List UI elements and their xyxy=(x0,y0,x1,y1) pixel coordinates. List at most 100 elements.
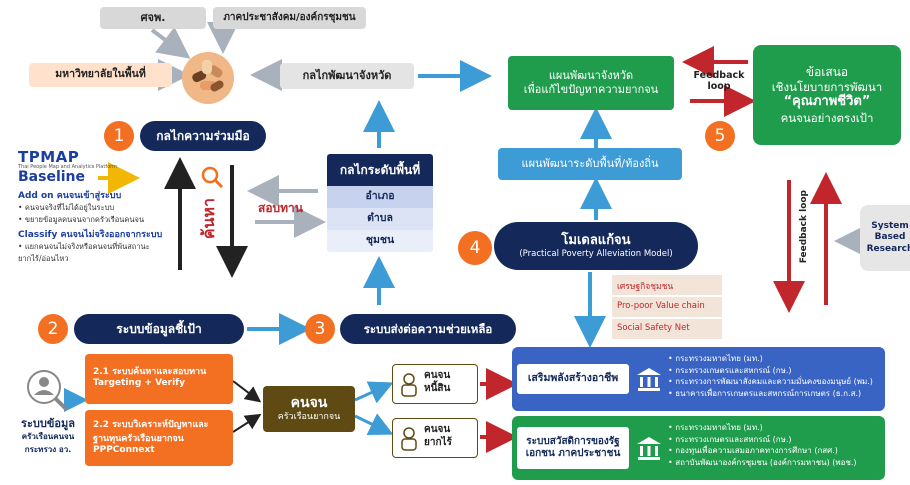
step4-label: โมเดลแก้จน xyxy=(561,232,631,248)
welfare-item: สถาบันพัฒนาองค์กรชุมชน (องค์การมหาชน) (พ… xyxy=(668,457,856,469)
model-item: Social Safety Net xyxy=(612,319,722,339)
person-icon xyxy=(401,427,417,451)
step4-box: โมเดลแก้จน (Practical Poverty Alleviatio… xyxy=(494,222,698,270)
tpmap-add-item: ขยายข้อมูลคนจนจากครัวเรือนคนจน xyxy=(18,214,198,226)
tpmap-logo: TPMAP xyxy=(18,148,80,166)
step2-badge: 2 xyxy=(38,314,68,344)
area-mechanism: กลไกระดับพื้นที่ อำเภอ ตำบล ชุมชน xyxy=(327,154,433,252)
local-plan-label: แผนพัฒนาระดับพื้นที่/ท้องถิ่น xyxy=(521,157,659,171)
tpmap-baseline: Baseline xyxy=(18,169,86,185)
step2-number: 2 xyxy=(47,319,59,339)
local-plan-box: แผนพัฒนาระดับพื้นที่/ท้องถิ่น xyxy=(498,148,682,180)
welfare-item: กระทรวงเกษตรและสหกรณ์ (กษ.) xyxy=(668,434,857,446)
step1-label: กลไกความร่วมมือ xyxy=(156,128,250,143)
tpmap-add-on: Add on คนจนเข้าสู่ระบบ xyxy=(18,191,122,201)
career-list: กระทรวงมหาดไทย (มท.) กระทรวงเกษตรและสหกร… xyxy=(668,353,873,399)
welfare-panel: ระบบสวัสดิการของรัฐ เอกชน ภาคประชาชน กระ… xyxy=(512,416,885,480)
search-label: ค้นหา xyxy=(199,198,218,240)
tpmap-tagline: Thai People Map and Analytics Platform xyxy=(18,164,117,170)
hands-icon xyxy=(182,52,234,104)
proposal-line2: เชิงนโยบายการพัฒนา xyxy=(771,80,883,94)
step2-box: ระบบข้อมูลชี้เป้า xyxy=(74,314,244,344)
province-plan-label: แผนพัฒนาจังหวัด เพื่อแก้ไขปัญหาความยากจน xyxy=(523,69,659,96)
career-item: กระทรวงการพัฒนาสังคมและความมั่นคงของมนุษ… xyxy=(668,376,873,388)
data-system-sub: ครัวเรือนคนจน กระทรวง อว. xyxy=(21,432,75,454)
top-box-civil: ภาคประชาสังคม/องค์กรชุมชน xyxy=(213,7,366,29)
feedback-loop-vertical-label: Feedback loop xyxy=(799,190,809,264)
step4-badge: 4 xyxy=(458,231,492,265)
area-level-community: ชุมชน xyxy=(327,230,433,252)
university-box: มหาวิทยาลัยในพื้นที่ xyxy=(29,63,172,87)
model-items: เศรษฐกิจชุมชน Pro-poor Value chain Socia… xyxy=(612,275,722,339)
step3-label: ระบบส่งต่อความช่วยเหลือ xyxy=(363,321,493,336)
feedback-loop-top-label: Feedback loop xyxy=(693,70,745,92)
verify-label: สอบทาน xyxy=(258,201,303,215)
step5-badge: 5 xyxy=(705,121,735,151)
magnifier-icon xyxy=(200,165,224,189)
career-item: กระทรวงเกษตรและสหกรณ์ (กษ.) xyxy=(668,365,873,377)
subsystem-targeting: 2.1 ระบบค้นหาและสอบทาน Targeting + Verif… xyxy=(85,354,233,404)
step1-badge: 1 xyxy=(104,121,134,151)
poor-sub: ครัวเรือนยากจน xyxy=(277,412,341,423)
step4-number: 4 xyxy=(469,238,481,258)
career-label: เสริมพลังสร้างอาชีพ xyxy=(527,372,619,385)
system-research-box: System Based Research xyxy=(860,205,910,271)
provincial-mechanism-box: กลไกพัฒนาจังหวัด xyxy=(280,63,414,89)
career-panel: เสริมพลังสร้างอาชีพ กระทรวงมหาดไทย (มท.)… xyxy=(512,347,885,411)
top-box-civil-label: ภาคประชาสังคม/องค์กรชุมชน xyxy=(223,11,356,23)
subsystem-analysis: 2.2 ระบบวิเคราะห์ปัญหาและ ฐานทุนครัวเรือ… xyxy=(85,410,233,466)
area-level-label: ตำบล xyxy=(367,212,393,225)
tpmap-add-item: คนจนจริงที่ไม่ได้อยู่ในระบบ xyxy=(18,202,198,214)
provincial-mechanism-label: กลไกพัฒนาจังหวัด xyxy=(302,69,392,83)
tpmap-classify-list: แยกคนจนไม่จริงหรือคนจนที่พ้นสถานะ ยากไร้… xyxy=(18,241,168,265)
person-icon xyxy=(401,373,417,397)
step3-badge: 3 xyxy=(305,314,335,344)
welfare-item: กองทุนเพื่อความเสมอภาคทางการศึกษา (กสศ.) xyxy=(668,445,857,457)
step1-box: กลไกความร่วมมือ xyxy=(140,121,266,151)
tpmap-classify-item: แยกคนจนไม่จริงหรือคนจนที่พ้นสถานะ ยากไร้… xyxy=(18,241,168,265)
proposal-line4: คนจนอย่างตรงเป้า xyxy=(780,110,874,125)
proposal-line1: ข้อเสนอ xyxy=(805,65,849,79)
step2-label: ระบบข้อมูลชี้เป้า xyxy=(116,321,202,336)
welfare-list: กระทรวงมหาดไทย (มท.) กระทรวงเกษตรและสหกร… xyxy=(668,422,857,469)
welfare-item: กระทรวงมหาดไทย (มท.) xyxy=(668,422,857,434)
welfare-label: ระบบสวัสดิการของรัฐ เอกชน ภาคประชาชน xyxy=(525,435,621,460)
system-research-label: System Based Research xyxy=(866,221,910,254)
government-building-icon xyxy=(637,368,661,391)
step4-sub: (Practical Poverty Alleviation Model) xyxy=(519,248,673,259)
tpmap-add-list: คนจนจริงที่ไม่ได้อยู่ในระบบ ขยายข้อมูลคน… xyxy=(18,202,198,226)
area-level-label: อำเภอ xyxy=(365,190,395,203)
poor-box: คนจน ครัวเรือนยากจน xyxy=(263,386,355,432)
government-building-icon xyxy=(637,437,661,460)
area-mechanism-title: กลไกระดับพื้นที่ xyxy=(327,154,433,186)
model-item: Pro-poor Value chain xyxy=(612,297,722,317)
data-system-label: ระบบข้อมูล xyxy=(21,417,75,430)
tpmap-panel: TPMAP Thai People Map and Analytics Plat… xyxy=(18,148,198,265)
tpmap-classify: Classify คนจนไม่จริงออกจากระบบ xyxy=(18,230,163,240)
career-item: ธนาคารเพื่อการเกษตรและสหกรณ์การเกษตร (ธ.… xyxy=(668,388,873,400)
step3-box: ระบบส่งต่อความช่วยเหลือ xyxy=(340,314,516,344)
area-title-label: กลไกระดับพื้นที่ xyxy=(339,162,421,177)
area-level-district: อำเภอ xyxy=(327,186,433,208)
group-debt: คนจน หนี้สิน xyxy=(392,364,478,404)
career-label-box: เสริมพลังสร้างอาชีพ xyxy=(517,364,629,394)
top-box-sjp: ศจพ. xyxy=(100,7,206,29)
top-box-sjp-label: ศจพ. xyxy=(140,11,166,25)
step5-number: 5 xyxy=(714,126,726,146)
province-plan-box: แผนพัฒนาจังหวัด เพื่อแก้ไขปัญหาความยากจน xyxy=(508,56,674,110)
welfare-label-box: ระบบสวัสดิการของรัฐ เอกชน ภาคประชาชน xyxy=(517,427,629,469)
data-system-icon xyxy=(22,365,72,415)
policy-proposal-box: ข้อเสนอ เชิงนโยบายการพัฒนา “คุณภาพชีวิต”… xyxy=(753,45,901,145)
group-destitute-label: คนจน ยากไร้ xyxy=(424,424,452,448)
career-item: กระทรวงมหาดไทย (มท.) xyxy=(668,353,873,365)
group-destitute: คนจน ยากไร้ xyxy=(392,418,478,458)
area-level-label: ชุมชน xyxy=(365,234,395,247)
step1-number: 1 xyxy=(113,126,125,146)
model-item: เศรษฐกิจชุมชน xyxy=(612,275,722,295)
step3-number: 3 xyxy=(314,319,326,339)
poor-title: คนจน xyxy=(290,394,328,411)
group-debt-label: คนจน หนี้สิน xyxy=(424,370,451,394)
university-label: มหาวิทยาลัยในพื้นที่ xyxy=(55,68,146,81)
area-level-subdistrict: ตำบล xyxy=(327,208,433,230)
proposal-line3: “คุณภาพชีวิต” xyxy=(783,94,871,110)
